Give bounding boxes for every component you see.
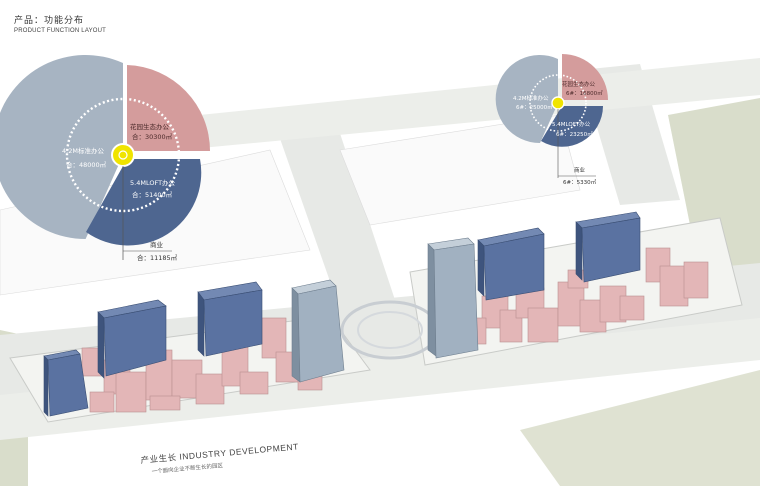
sector-standard-office-r xyxy=(495,55,558,144)
road-lower xyxy=(0,318,760,440)
road-label-title: 产业生长 INDUSTRY DEVELOPMENT xyxy=(140,441,299,465)
center-dot-r xyxy=(551,96,565,110)
podium-left xyxy=(81,317,323,413)
chart-right xyxy=(495,54,608,178)
tower-left xyxy=(291,279,345,383)
green-area-right xyxy=(668,98,760,300)
label-right-commerce-value: 6#：5330㎡ xyxy=(563,178,597,186)
label-left-seg2-value: 合：51400㎡ xyxy=(132,190,173,199)
road-top xyxy=(170,58,760,150)
label-left-seg0-name: 4.2M标准办公 xyxy=(62,146,104,155)
label-right-seg2-name: 5.4MLOFT办公 xyxy=(552,120,591,128)
page-subtitle: PRODUCT FUNCTION LAYOUT xyxy=(14,28,107,34)
buildings-left xyxy=(43,281,263,417)
buildings-right xyxy=(477,211,641,301)
bridge-loop-inner xyxy=(357,311,423,349)
center-dot xyxy=(111,143,135,167)
chart-left-labels: 4.2M标准办公 合：48000㎡ 花园生态办公 合：30300㎡ 5.4MLO… xyxy=(62,122,176,199)
label-left-commerce-name: 商业 xyxy=(150,240,164,249)
green-area-bottom xyxy=(520,370,760,486)
label-left-seg1-value: 合：30300㎡ xyxy=(132,132,173,141)
page-title: 产品：功能分布 xyxy=(14,15,85,25)
dashed-ring xyxy=(65,97,181,213)
label-left-seg1-name: 花园生态办公 xyxy=(130,122,170,131)
label-right-seg1-value: 6#：16800㎡ xyxy=(566,89,603,97)
label-left-commerce-value: 合：11185㎡ xyxy=(137,253,178,262)
label-right-seg0-name: 4.2M标准办公 xyxy=(513,94,549,102)
chart-left xyxy=(0,55,211,260)
label-right-seg1-name: 花园生态办公 xyxy=(562,80,596,88)
tower-right xyxy=(427,237,479,359)
sector-loft-office xyxy=(86,159,202,246)
road-vertical-left xyxy=(270,103,395,310)
sector-garden-office-r xyxy=(562,54,608,100)
sector-standard-office xyxy=(0,55,123,239)
label-left-seg0-value: 合：48000㎡ xyxy=(66,160,107,169)
header: 产品：功能分布 PRODUCT FUNCTION LAYOUT xyxy=(14,13,106,34)
label-right-commerce-name: 商业 xyxy=(574,166,586,174)
label-right-seg2-value: 6#：23250㎡ xyxy=(556,130,593,138)
label-left-seg2-name: 5.4MLOFT办公 xyxy=(130,178,176,187)
center-inner xyxy=(118,150,128,160)
chart-right-labels: 4.2M标准办公 6#：25000㎡ 花园生态办公 6#：16800㎡ 5.4M… xyxy=(513,80,603,186)
label-right-seg0-value: 6#：25000㎡ xyxy=(516,103,553,111)
sector-garden-office xyxy=(127,65,211,151)
block-top-right xyxy=(339,114,581,226)
road-label: 产业生长 INDUSTRY DEVELOPMENT 一个面向企业不断生长的园区 xyxy=(140,441,299,475)
chart-left-commerce: 商业 合：11185㎡ xyxy=(123,240,178,262)
